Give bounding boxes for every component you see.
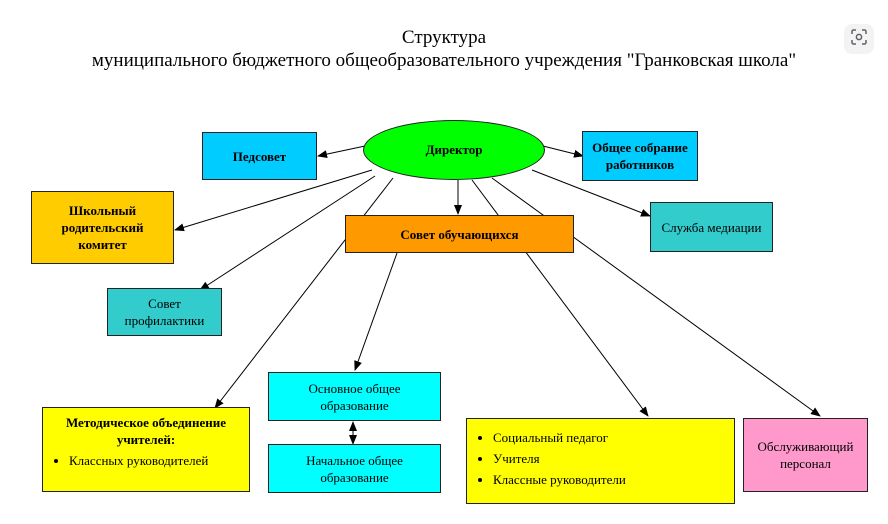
basic-education-label: Основное общее образование xyxy=(308,380,401,413)
mediation-label: Служба медиации xyxy=(661,219,762,235)
primary-education-box: Начальное общее образование xyxy=(268,444,441,493)
methodical-association-title: Методическое объединение учителей: xyxy=(65,415,227,447)
primary-education-label: Начальное общее образование xyxy=(306,452,403,485)
diagram-subtitle: муниципального бюджетного общеобразовате… xyxy=(91,50,797,71)
mediation-box: Служба медиации xyxy=(650,202,773,252)
parents-committee-label: Школьный родительский комитет xyxy=(61,203,144,252)
prevention-council-label: Совет профилактики xyxy=(124,296,205,328)
service-staff-box: Обслуживающий персонал xyxy=(743,418,868,492)
list-item: Учителя xyxy=(493,450,726,467)
general-meeting-box: Общее собрание работников xyxy=(582,131,698,181)
methodical-association-box: Методическое объединение учителей: Класс… xyxy=(42,407,250,492)
director-node: Директор xyxy=(363,120,545,180)
pedsovet-box: Педсовет xyxy=(202,132,317,180)
student-council-label: Совет обучающихся xyxy=(400,226,519,242)
prevention-council-box: Совет профилактики xyxy=(107,288,222,336)
pedsovet-label: Педсовет xyxy=(232,148,287,164)
methodical-association-list: Классных руководителей xyxy=(51,452,241,469)
arrow-council-basic-education xyxy=(354,252,398,371)
arrow-director-parents-committee xyxy=(174,169,373,232)
list-item: Социальный педагог xyxy=(493,429,726,446)
arrow-director-pedsovet xyxy=(317,145,366,159)
staff-list: Социальный педагог Учителя Классные руко… xyxy=(475,429,726,488)
diagram-title: Структура xyxy=(401,27,487,48)
list-item: Классные руководители xyxy=(493,471,726,488)
list-item: Классных руководителей xyxy=(69,452,241,469)
staff-list-box: Социальный педагог Учителя Классные руко… xyxy=(466,418,735,504)
student-council-box: Совет обучающихся xyxy=(345,215,574,253)
parents-committee-box: Школьный родительский комитет xyxy=(31,191,174,264)
basic-education-box: Основное общее образование xyxy=(268,372,441,421)
lens-search-button[interactable] xyxy=(844,24,874,54)
lens-search-icon xyxy=(851,28,867,50)
arrow-director-mediation xyxy=(531,169,651,217)
arrow-director-prevention-council xyxy=(199,175,376,291)
general-meeting-label: Общее собрание работников xyxy=(592,140,688,172)
director-label: Директор xyxy=(425,142,483,157)
service-staff-label: Обслуживающий персонал xyxy=(757,439,854,471)
arrow-director-general-meeting xyxy=(542,145,584,158)
